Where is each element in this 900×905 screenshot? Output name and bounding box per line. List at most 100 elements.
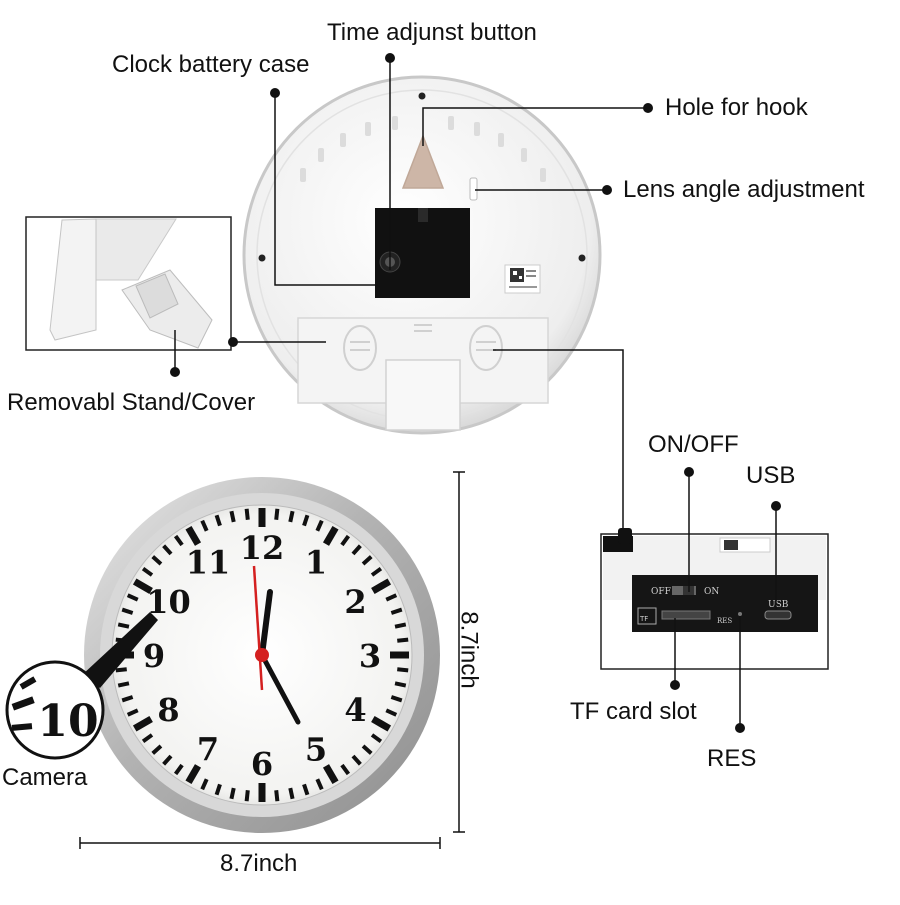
tf-slot <box>661 610 711 620</box>
magnifier-ticks <box>11 676 37 731</box>
panel-on-text: ON <box>704 587 719 597</box>
major-tick <box>132 578 153 595</box>
minor-tick <box>385 708 398 717</box>
clock-numeral-3: 3 <box>359 637 381 675</box>
minor-tick <box>397 667 409 673</box>
label-tf-card: TF card slot <box>570 698 697 725</box>
minor-tick <box>151 744 163 755</box>
minor-tick <box>274 508 280 520</box>
minor-tick <box>390 695 403 703</box>
minor-tick <box>361 744 373 755</box>
back-ridges <box>300 116 546 182</box>
stand-grips <box>343 324 503 371</box>
minor-tick <box>126 708 139 717</box>
usb-port <box>764 610 792 620</box>
major-tick <box>132 715 153 732</box>
minor-tick <box>151 555 163 566</box>
hook-hole <box>401 133 445 189</box>
clock-back <box>242 75 602 435</box>
minor-tick <box>229 510 236 523</box>
major-tick <box>371 578 392 595</box>
minor-tick <box>302 514 310 527</box>
minor-tick <box>173 534 184 547</box>
dimension-lines <box>79 471 465 849</box>
label-usb: USB <box>746 462 796 489</box>
major-tick <box>322 764 339 785</box>
minor-tick <box>302 783 310 796</box>
minor-tick <box>214 514 222 527</box>
magnified-number: 10 <box>37 696 98 747</box>
clock-numeral-9: 9 <box>143 637 165 675</box>
label-hook-hole: Hole for hook <box>665 94 808 121</box>
minor-tick <box>274 790 280 802</box>
clock-numeral-12: 12 <box>240 529 285 567</box>
magnifier-pointer <box>82 612 158 688</box>
clock-numeral-7: 7 <box>197 731 219 769</box>
clock-numeral-4: 4 <box>344 691 366 729</box>
minor-tick <box>397 637 409 643</box>
label-height-dim: 8.7inch <box>455 611 483 689</box>
minor-tick <box>173 763 184 776</box>
minor-tick <box>361 555 373 566</box>
label-stand-cover: Removabl Stand/Cover <box>7 389 256 416</box>
label-width-dim: 8.7inch <box>220 850 298 877</box>
minor-tick <box>141 733 154 744</box>
minor-tick <box>229 787 236 800</box>
minor-tick <box>340 763 351 776</box>
minor-tick <box>315 519 324 532</box>
minor-tick <box>115 667 127 673</box>
minor-tick <box>351 754 362 766</box>
hour-hand <box>259 652 301 725</box>
hand-pivot <box>255 648 269 662</box>
screw-hole-right <box>578 254 586 262</box>
minor-tick <box>390 607 403 615</box>
major-tick <box>322 525 339 546</box>
label-lens-angle: Lens angle adjustment <box>623 176 865 203</box>
minor-tick <box>394 681 407 688</box>
label-time-adjust: Time adjunst button <box>327 19 537 46</box>
panel-tf-text: TF <box>639 615 648 623</box>
major-tick <box>371 715 392 732</box>
stand-inset <box>25 216 232 351</box>
minor-tick <box>288 787 295 800</box>
clock-numeral-1: 1 <box>305 543 327 581</box>
camera-magnifier <box>5 660 105 760</box>
label-on-off: ON/OFF <box>648 431 739 458</box>
clock-numeral-8: 8 <box>157 691 179 729</box>
minor-tick <box>117 681 130 688</box>
clock-ticks <box>115 508 409 802</box>
minor-tick <box>126 593 139 602</box>
leader-battery-case <box>274 93 378 286</box>
clock-numeral-5: 5 <box>305 731 327 769</box>
label-battery-case: Clock battery case <box>112 51 310 78</box>
minor-tick <box>121 607 134 615</box>
lens-adjuster <box>469 177 478 201</box>
minor-tick <box>200 778 209 791</box>
panel-res-text: RES <box>717 617 732 625</box>
clock-numeral-10: 10 <box>146 583 191 621</box>
label-res: RES <box>707 745 757 772</box>
minor-tick <box>340 534 351 547</box>
clock-numeral-2: 2 <box>344 583 366 621</box>
clock-numeral-11: 11 <box>186 543 231 581</box>
stand-tab <box>385 359 461 431</box>
minor-tick <box>370 733 383 744</box>
minor-tick <box>121 695 134 703</box>
leader-dots <box>170 53 781 733</box>
stand-inset-clock <box>49 218 97 341</box>
minor-tick <box>351 544 362 556</box>
minor-tick <box>117 622 130 629</box>
minor-tick <box>244 790 250 802</box>
minor-tick <box>214 783 222 796</box>
major-tick <box>185 525 202 546</box>
minor-tick <box>200 519 209 532</box>
leader-lines <box>174 56 777 726</box>
minor-tick <box>394 622 407 629</box>
minor-tick <box>162 544 173 556</box>
minor-tick <box>162 754 173 766</box>
panel-usb-text: USB <box>768 600 789 610</box>
